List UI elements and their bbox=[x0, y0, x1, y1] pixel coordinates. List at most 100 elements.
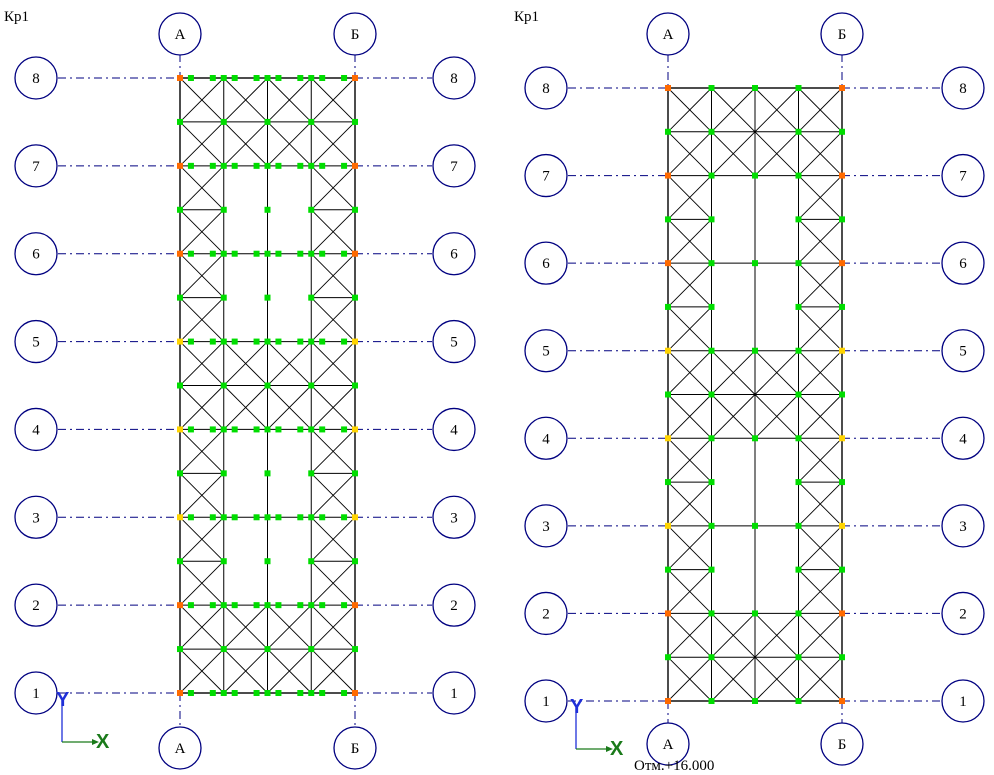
row-bubble-label: 5 bbox=[450, 335, 458, 351]
node-green bbox=[209, 602, 216, 609]
row-bubble-label: 7 bbox=[450, 159, 458, 175]
node-corner bbox=[177, 338, 183, 345]
node-corner bbox=[177, 162, 183, 169]
bracing-diagonal bbox=[798, 87, 843, 133]
row-bubble-label: 2 bbox=[450, 598, 458, 614]
bracing-diagonal bbox=[667, 525, 712, 570]
bracing-diagonal bbox=[798, 219, 843, 264]
node-corner bbox=[839, 85, 845, 91]
row-bubble-label: 4 bbox=[450, 422, 458, 438]
node-green bbox=[341, 602, 348, 609]
node-green bbox=[352, 646, 358, 653]
node-corner bbox=[177, 514, 183, 521]
row-bubble-1 bbox=[524, 679, 568, 723]
bracing-diagonal bbox=[711, 131, 756, 176]
bracing-diagonal bbox=[310, 429, 356, 474]
row-bubble-6 bbox=[432, 232, 476, 276]
row-bubble-3 bbox=[14, 495, 58, 539]
row-bubble-label: 4 bbox=[959, 431, 967, 447]
node-green bbox=[275, 162, 282, 169]
elevation-label: Отм.+16.000 bbox=[634, 758, 714, 774]
node-green bbox=[220, 558, 227, 565]
node-green bbox=[253, 338, 260, 345]
node-green bbox=[665, 216, 671, 223]
node-green bbox=[177, 646, 183, 653]
node-green bbox=[319, 162, 326, 169]
row-bubble-3 bbox=[432, 495, 476, 539]
node-green bbox=[264, 382, 271, 389]
node-green bbox=[220, 382, 227, 389]
row-bubble-label: 3 bbox=[959, 519, 967, 535]
row-bubble-label: 6 bbox=[450, 247, 458, 263]
node-green bbox=[341, 514, 348, 521]
row-bubble-2 bbox=[14, 583, 58, 627]
node-corner bbox=[839, 172, 845, 179]
node-corner bbox=[177, 75, 183, 81]
node-green bbox=[231, 250, 238, 257]
node-green bbox=[319, 426, 326, 433]
row-bubble-label: 6 bbox=[32, 247, 40, 263]
row-bubble-1 bbox=[432, 671, 476, 715]
bracing-diagonal bbox=[667, 613, 712, 658]
row-bubble-7 bbox=[941, 153, 985, 198]
node-green bbox=[795, 698, 802, 704]
node-corner bbox=[839, 435, 845, 442]
node-green bbox=[308, 162, 315, 169]
node-green bbox=[708, 435, 715, 442]
node-green bbox=[352, 382, 358, 389]
node-green bbox=[319, 690, 326, 696]
row-bubble-label: 1 bbox=[450, 686, 458, 702]
row-bubble-1 bbox=[14, 671, 58, 715]
node-green bbox=[708, 128, 715, 135]
node-green bbox=[275, 514, 282, 521]
view-title: Кр1 bbox=[514, 9, 539, 25]
node-corner bbox=[177, 602, 183, 609]
node-green bbox=[341, 426, 348, 433]
bracing-diagonal bbox=[711, 613, 756, 658]
row-bubble-label: 1 bbox=[959, 694, 967, 710]
bracing-diagonal bbox=[798, 481, 843, 527]
bracing-diagonal bbox=[179, 297, 225, 342]
bracing-diagonal bbox=[179, 385, 225, 430]
node-corner bbox=[665, 698, 671, 704]
bracing-diagonal bbox=[667, 131, 712, 176]
node-green bbox=[264, 646, 271, 653]
node-green bbox=[665, 566, 671, 573]
node-corner bbox=[839, 610, 845, 617]
row-bubble-2 bbox=[432, 583, 476, 627]
node-green bbox=[708, 391, 715, 398]
col-bubble-label: Б bbox=[351, 741, 360, 757]
row-bubble-4 bbox=[524, 416, 568, 460]
node-green bbox=[839, 391, 845, 398]
node-green bbox=[752, 85, 758, 91]
bracing-diagonal bbox=[310, 121, 356, 167]
col-bubble-А bbox=[158, 12, 202, 56]
node-green bbox=[839, 303, 845, 310]
node-green bbox=[708, 172, 715, 179]
node-green bbox=[177, 470, 183, 477]
node-green bbox=[253, 162, 260, 169]
row-bubble-label: 4 bbox=[542, 431, 550, 447]
col-bubble-Б bbox=[333, 12, 377, 56]
node-green bbox=[253, 426, 260, 433]
bracing-diagonal bbox=[711, 394, 756, 439]
node-green bbox=[795, 260, 802, 267]
node-green bbox=[352, 558, 358, 565]
node-green bbox=[319, 514, 326, 521]
node-green bbox=[352, 206, 358, 213]
bracing-diagonal bbox=[179, 429, 225, 474]
node-corner bbox=[665, 172, 671, 179]
node-green bbox=[752, 172, 758, 179]
bracing-diagonal bbox=[798, 656, 843, 702]
node-green bbox=[752, 260, 758, 267]
row-bubble-label: 7 bbox=[32, 159, 40, 175]
node-green bbox=[220, 294, 227, 301]
bracing-diagonal bbox=[754, 131, 799, 176]
bracing-diagonal bbox=[754, 350, 799, 395]
bracing-diagonal bbox=[267, 385, 312, 430]
bracing-diagonal bbox=[754, 394, 799, 439]
bracing-diagonal bbox=[310, 604, 356, 650]
view-title: Кр1 bbox=[4, 9, 29, 25]
bracing-diagonal bbox=[310, 297, 356, 342]
row-bubble-3 bbox=[941, 504, 985, 548]
